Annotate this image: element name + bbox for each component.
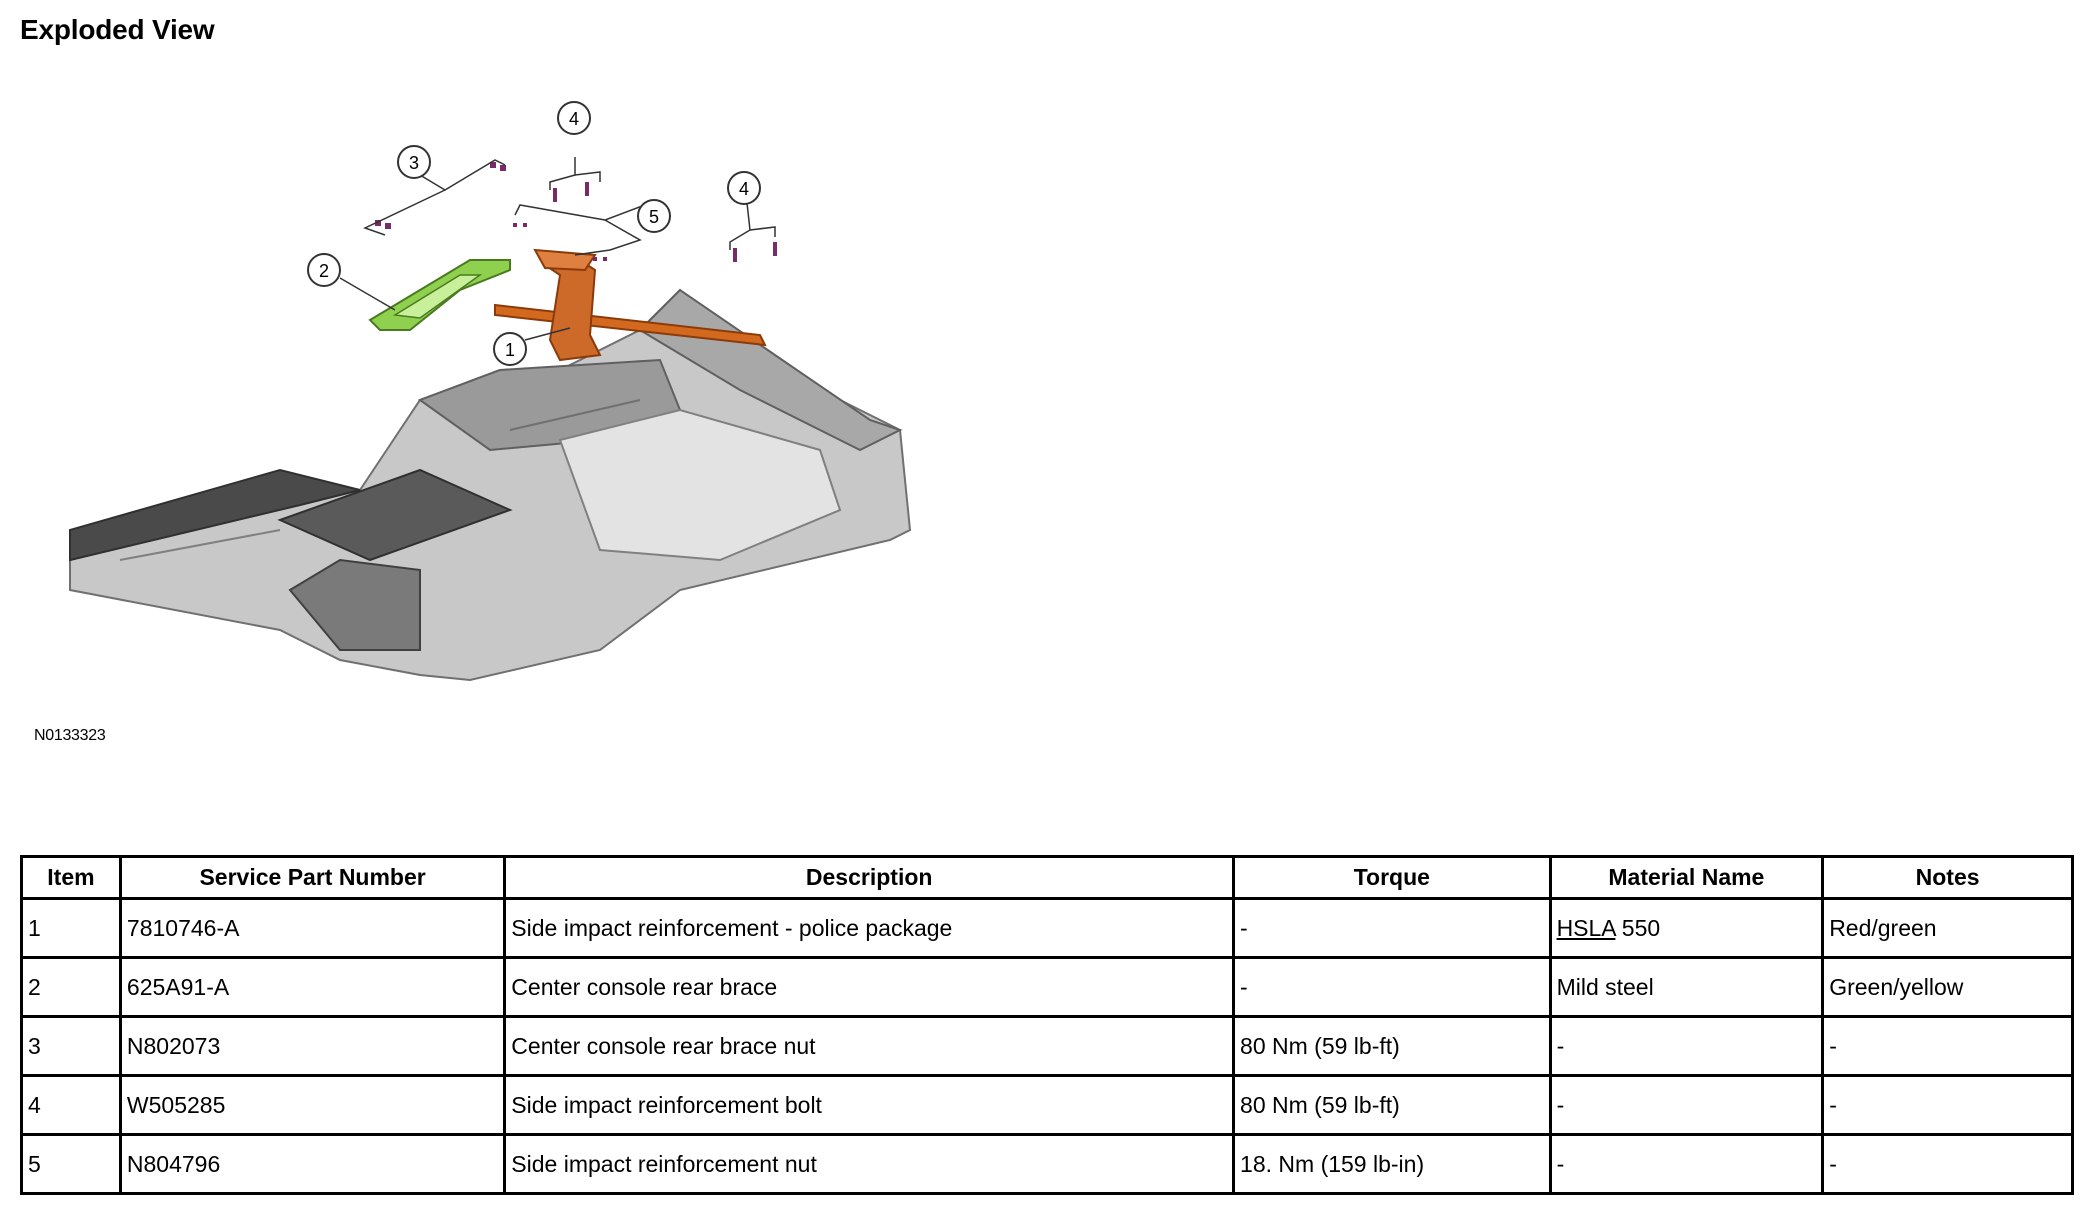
cell-notes: - [1821, 1074, 2074, 1136]
table-row: 2 625A91-A Center console rear brace - M… [20, 956, 2074, 1018]
material-grade: 550 [1615, 914, 1661, 941]
callout-item-3: 3 [397, 145, 431, 179]
figure-id: N0133323 [34, 727, 106, 744]
cell-description: Center console rear brace [503, 956, 1236, 1018]
side-impact-reinforcement-part [494, 248, 767, 362]
svg-text:1: 1 [505, 340, 515, 360]
header-material-name: Material Name [1548, 855, 1825, 900]
cell-item: 1 [20, 897, 122, 959]
header-torque: Torque [1232, 855, 1552, 900]
cell-item: 2 [20, 956, 122, 1018]
cell-torque: - [1232, 956, 1552, 1018]
header-item: Item [20, 855, 122, 900]
cell-material: Mild steel [1548, 956, 1825, 1018]
cell-item: 3 [20, 1015, 122, 1077]
cell-part-number: N804796 [118, 1133, 507, 1195]
floor-pan [69, 288, 912, 682]
cell-description: Side impact reinforcement nut [503, 1133, 1236, 1195]
fasteners [375, 162, 777, 262]
callout-item-5: 5 [637, 199, 671, 233]
header-notes: Notes [1821, 855, 2074, 900]
cell-torque: - [1232, 897, 1552, 959]
svg-text:5: 5 [649, 207, 659, 227]
material-link-hsla[interactable]: HSLA [1556, 914, 1616, 941]
cell-item: 4 [20, 1074, 122, 1136]
cell-material: - [1548, 1133, 1825, 1195]
parts-table: Item Service Part Number Description Tor… [20, 855, 2074, 1195]
table-row: 1 7810746-A Side impact reinforcement - … [20, 897, 2074, 959]
table-row: 3 N802073 Center console rear brace nut … [20, 1015, 2074, 1077]
cell-part-number: W505285 [118, 1074, 507, 1136]
svg-text:4: 4 [569, 109, 579, 129]
cell-material: HSLA 550 [1548, 897, 1825, 959]
cell-notes: Red/green [1821, 897, 2074, 959]
page-title: Exploded View [20, 14, 215, 45]
cell-material: - [1548, 1015, 1825, 1077]
callout-item-4a: 4 [557, 101, 591, 135]
cell-description: Side impact reinforcement - police packa… [503, 897, 1236, 959]
header-description: Description [503, 855, 1236, 900]
cell-item: 5 [20, 1133, 122, 1195]
table-row: 5 N804796 Side impact reinforcement nut … [20, 1133, 2074, 1195]
callout-leaders [339, 157, 776, 341]
callout-item-1: 1 [493, 332, 527, 366]
cell-notes: Green/yellow [1821, 956, 2074, 1018]
table-row: 4 W505285 Side impact reinforcement bolt… [20, 1074, 2074, 1136]
callout-item-4b: 4 [727, 171, 761, 205]
center-console-rear-brace-part [368, 259, 511, 331]
cell-part-number: 625A91-A [118, 956, 507, 1018]
exploded-view-illustration: 1 2 3 4 4 5 [40, 90, 940, 730]
callout-item-2: 2 [307, 253, 341, 287]
svg-text:4: 4 [739, 179, 749, 199]
header-service-part-number: Service Part Number [118, 855, 507, 900]
cell-part-number: 7810746-A [118, 897, 507, 959]
svg-text:3: 3 [409, 153, 419, 173]
cell-description: Center console rear brace nut [503, 1015, 1236, 1077]
cell-torque: 80 Nm (59 lb-ft) [1232, 1074, 1552, 1136]
exploded-view-diagram: 1 2 3 4 4 5 [69, 101, 912, 682]
svg-text:2: 2 [319, 261, 329, 281]
cell-torque: 18. Nm (159 lb-in) [1232, 1133, 1552, 1195]
cell-part-number: N802073 [118, 1015, 507, 1077]
table-header-row: Item Service Part Number Description Tor… [20, 855, 2074, 900]
cell-description: Side impact reinforcement bolt [503, 1074, 1236, 1136]
cell-torque: 80 Nm (59 lb-ft) [1232, 1015, 1552, 1077]
cell-notes: - [1821, 1133, 2074, 1195]
cell-material: - [1548, 1074, 1825, 1136]
cell-notes: - [1821, 1015, 2074, 1077]
